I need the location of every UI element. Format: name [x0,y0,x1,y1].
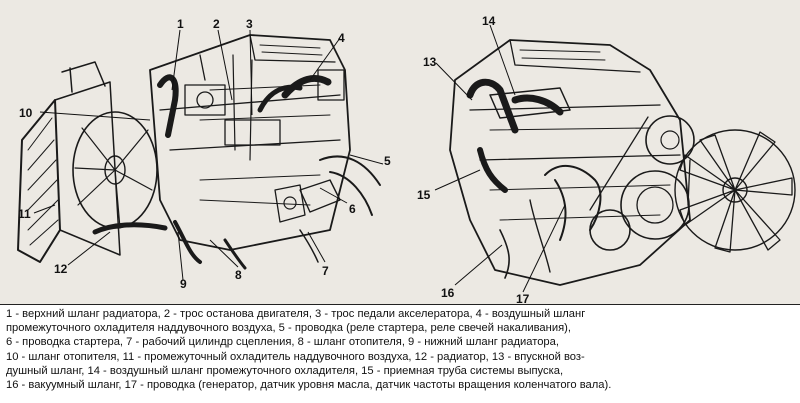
callout-13: 13 [423,55,437,69]
callout-11: 11 [18,207,31,221]
right-fan-drawing [674,129,796,253]
caption-line: 1 - верхний шланг радиатора, 2 - трос ос… [6,308,586,320]
callout-7: 7 [322,264,329,278]
callout-8: 8 [235,268,242,282]
callout-labels: 1 2 3 4 5 6 7 8 9 10 11 12 13 14 15 16 1… [18,14,530,305]
callout-5: 5 [384,154,391,168]
caption-line: 10 - шланг отопителя, 11 - промежуточный… [6,350,585,363]
caption-line: душный шланг, 14 - воздушный шланг проме… [6,364,564,377]
callout-14: 14 [482,14,496,28]
right-engine-block [449,39,691,286]
callout-4: 4 [338,31,345,45]
leader-lines [33,24,566,293]
figure-caption: 1 - верхний шланг радиатора, 2 - трос ос… [0,304,800,403]
caption-line: 16 - вакуумный шланг, 17 - проводка (ген… [6,379,612,392]
right-hoses [466,78,602,279]
radiator-drawing [17,61,121,263]
callout-16: 16 [441,286,455,300]
engine-diagram: 1 2 3 4 5 6 7 8 9 10 11 12 13 14 15 16 1… [17,14,796,305]
callout-10: 10 [19,106,33,120]
right-engine-view [449,39,796,286]
callout-9: 9 [180,277,187,291]
callout-12: 12 [54,262,68,276]
callout-2: 2 [213,17,220,31]
callout-15: 15 [417,188,431,202]
engine-illustration: 1 2 3 4 5 6 7 8 9 10 11 12 13 14 15 16 1… [17,14,796,305]
caption-line: 6 - проводка стартера, 7 - рабочий цилин… [6,336,559,349]
callout-1: 1 [177,17,184,31]
callout-6: 6 [349,202,356,216]
left-engine-block [149,34,351,251]
caption-line: промежуточного охладителя наддувочного в… [6,322,571,335]
callout-3: 3 [246,17,253,31]
callout-17: 17 [516,292,530,305]
